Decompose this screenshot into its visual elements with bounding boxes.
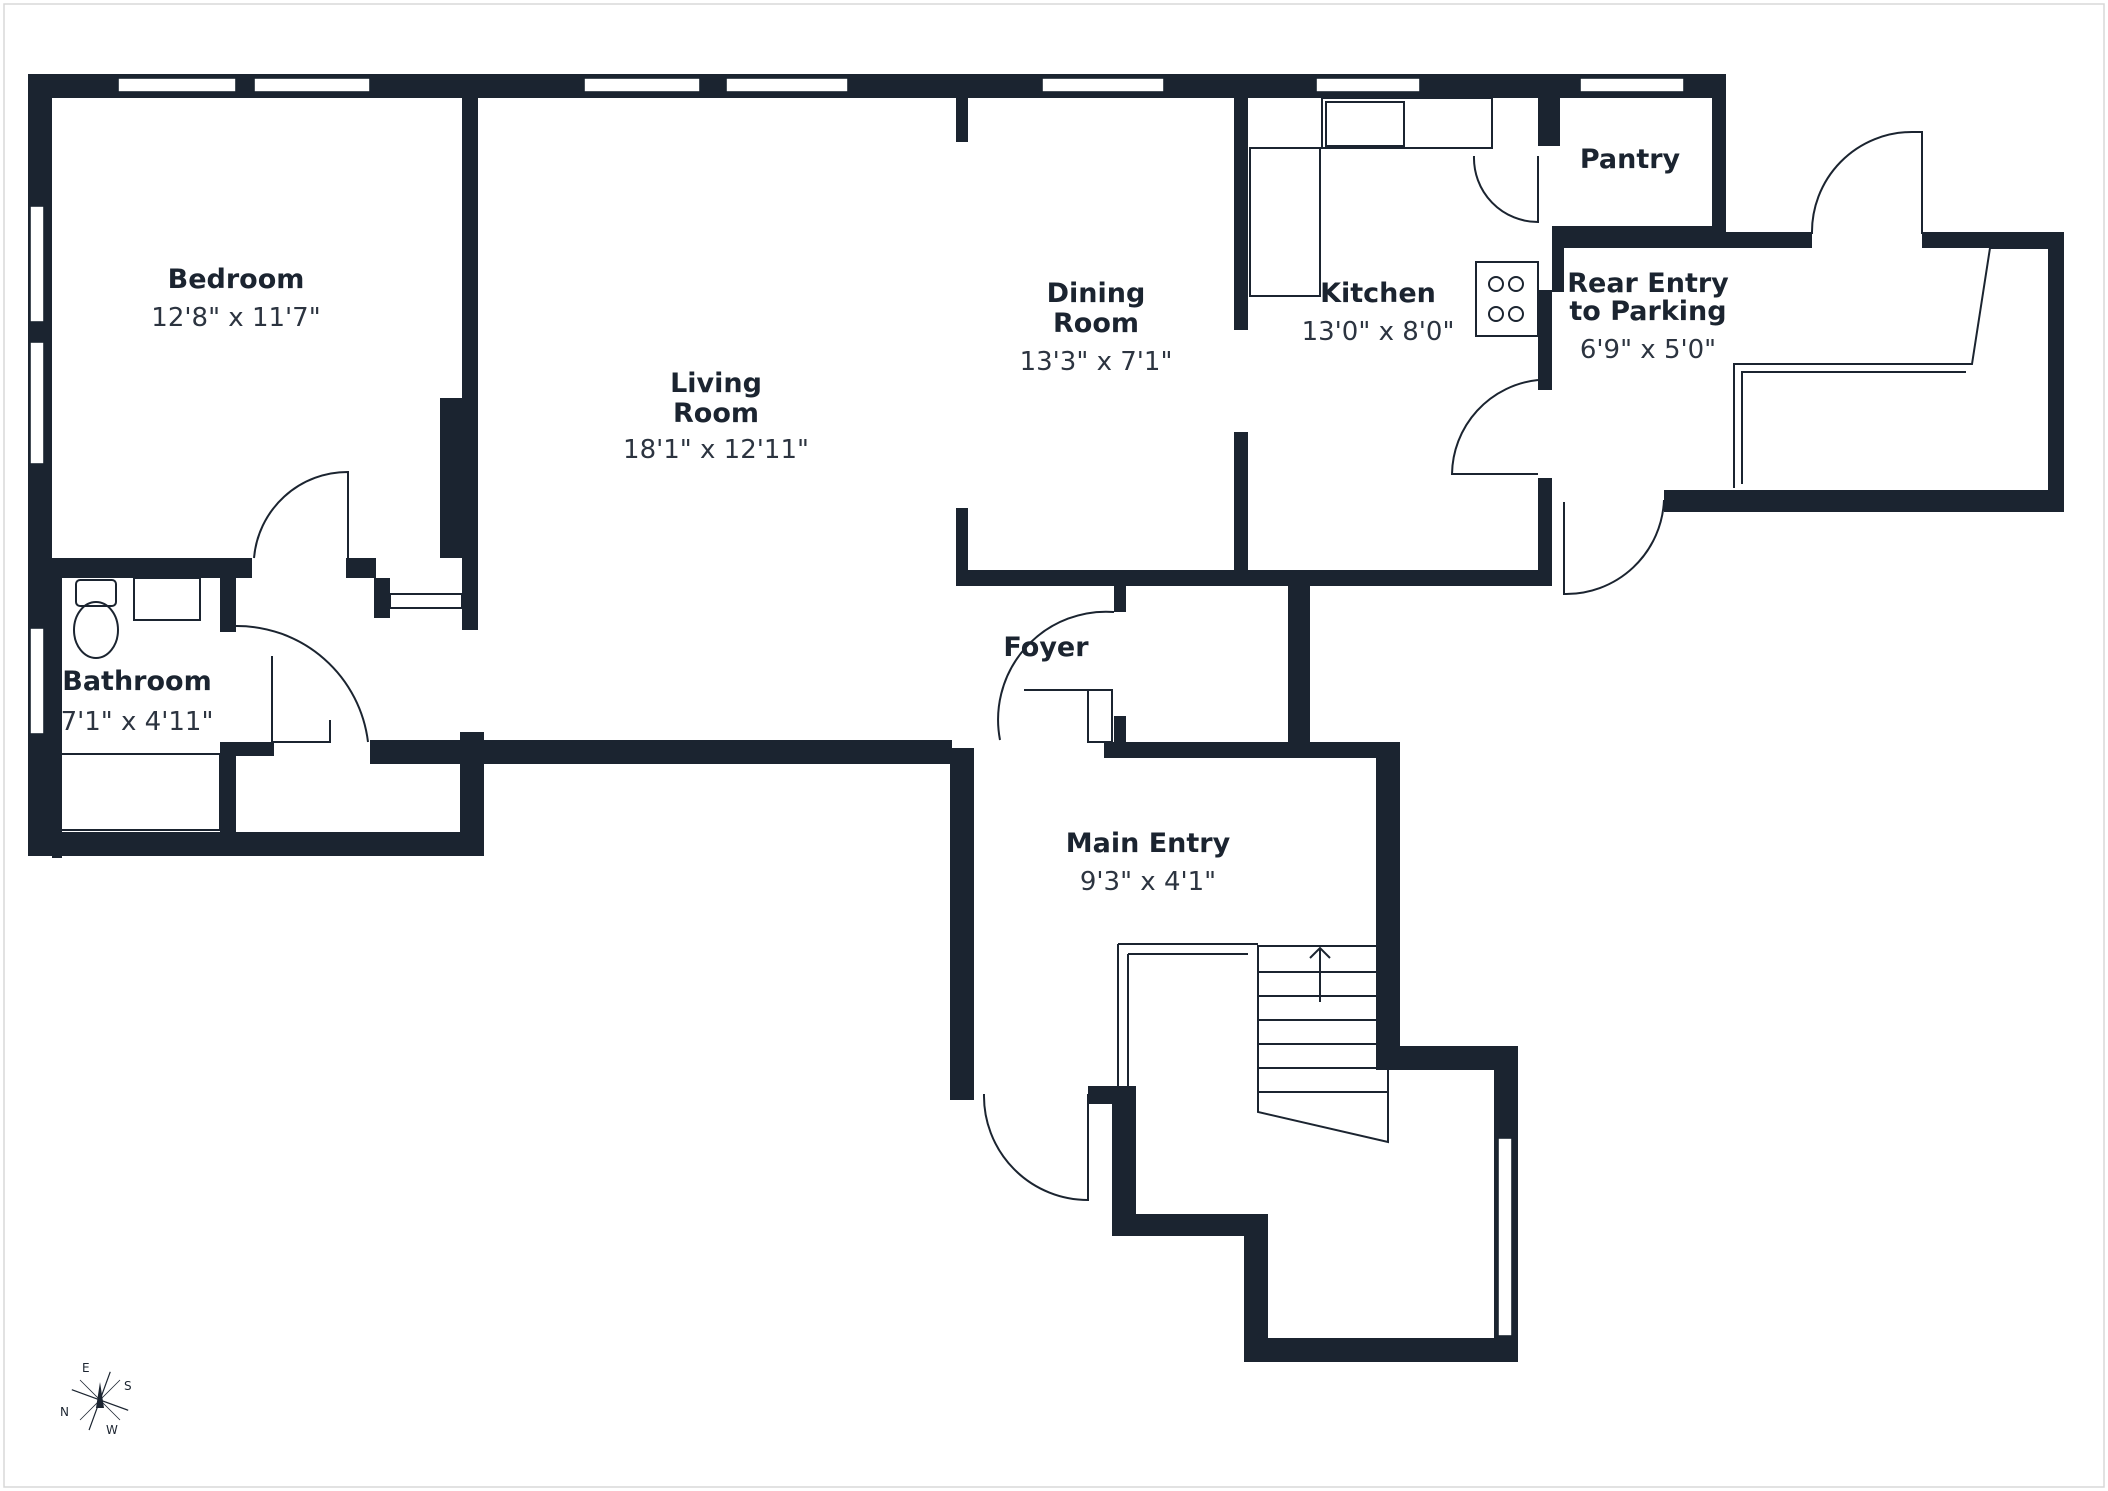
wall-stair-bottom [1244,1338,1518,1362]
fixtures [53,97,1539,1144]
wall-stub-top [956,98,968,142]
room-dims-bedroom: 12'8" x 11'7" [151,303,320,333]
window [1579,77,1685,93]
wall-bathroom-right-top [220,578,236,632]
wall-left [28,74,52,856]
room-labels: Bedroom 12'8" x 11'7" Living Room 18'1" … [61,144,1730,897]
door-main-entry [982,1093,1089,1202]
closet [389,593,463,609]
window [1315,77,1421,93]
window [117,77,237,93]
door-rear-top [1810,131,1923,235]
wall-dining-kitchen-top [1234,98,1248,330]
room-name-kitchen: Kitchen [1320,278,1436,309]
compass-south: S [124,1379,132,1393]
room-name-dining-1: Dining [1047,278,1146,309]
window [29,205,45,323]
window [725,77,849,93]
room-name-dining-2: Room [1053,308,1139,339]
kitchen-sink [1325,101,1405,147]
compass-east: E [82,1361,90,1375]
page-frame [3,3,2105,1488]
room-name-living-2: Room [673,398,759,429]
windows [29,77,1685,1337]
window [29,341,45,465]
walls [28,74,2064,1362]
wall-rear-bottom [1664,490,2064,512]
wall-rear-right [2048,232,2064,512]
wall-dining-bottom [956,570,1546,586]
compass-north: N [60,1405,69,1419]
room-name-bathroom: Bathroom [62,666,211,697]
room-name-rear-2: to Parking [1569,296,1726,327]
wall-stub-bottom [956,508,968,582]
stairs [1117,943,1389,1144]
window [583,77,701,93]
room-name-main-entry: Main Entry [1066,828,1231,859]
wall-entry-right [1376,742,1400,1062]
wall-bottom-left [28,832,484,856]
wall-bedroom-bottom [52,558,252,578]
room-dims-kitchen: 13'0" x 8'0" [1302,317,1455,347]
door-pantry [1472,155,1539,224]
compass: E S N W [60,1361,132,1437]
toilet-bowl [73,601,119,659]
kitchen-counter-side [1249,147,1321,297]
room-name-foyer: Foyer [1003,632,1089,663]
door-kitchen-rear [1450,379,1539,475]
kitchen-counter-top [1321,97,1493,149]
wall-foyer-right [1288,582,1310,742]
door-foyer [997,610,1115,741]
room-name-bedroom: Bedroom [168,264,305,295]
room-dims-main-entry: 9'3" x 4'1" [1080,867,1216,897]
toilet-tank [75,579,117,607]
window [1497,1137,1513,1337]
wall-rear-top [1552,232,1812,248]
window [1041,77,1165,93]
door-rear-exit [1563,499,1665,596]
bathtub [53,753,221,831]
room-name-rear-1: Rear Entry [1567,268,1729,299]
room-dims-bathroom: 7'1" x 4'11" [61,707,214,737]
door-bedroom [253,470,349,559]
room-name-living-1: Living [670,368,762,399]
window [253,77,371,93]
room-dims-dining: 13'3" x 7'1" [1020,347,1173,377]
doors [235,131,2048,1202]
compass-west: W [106,1423,118,1437]
bathroom-sink [133,577,201,621]
wall-entry-left [950,748,974,1100]
wall-dining-kitchen-bottom [1234,432,1248,582]
wall-bathroom-right-bottom [220,742,236,842]
window [29,627,45,735]
door-bathroom [235,624,369,743]
room-name-pantry: Pantry [1580,144,1681,175]
room-dims-rear: 6'9" x 5'0" [1580,335,1716,365]
wall-pantry-right [1712,74,1726,234]
stove [1475,261,1539,337]
wall-foyer-bottom [1104,742,1332,758]
room-dims-living: 18'1" x 12'11" [623,435,809,465]
